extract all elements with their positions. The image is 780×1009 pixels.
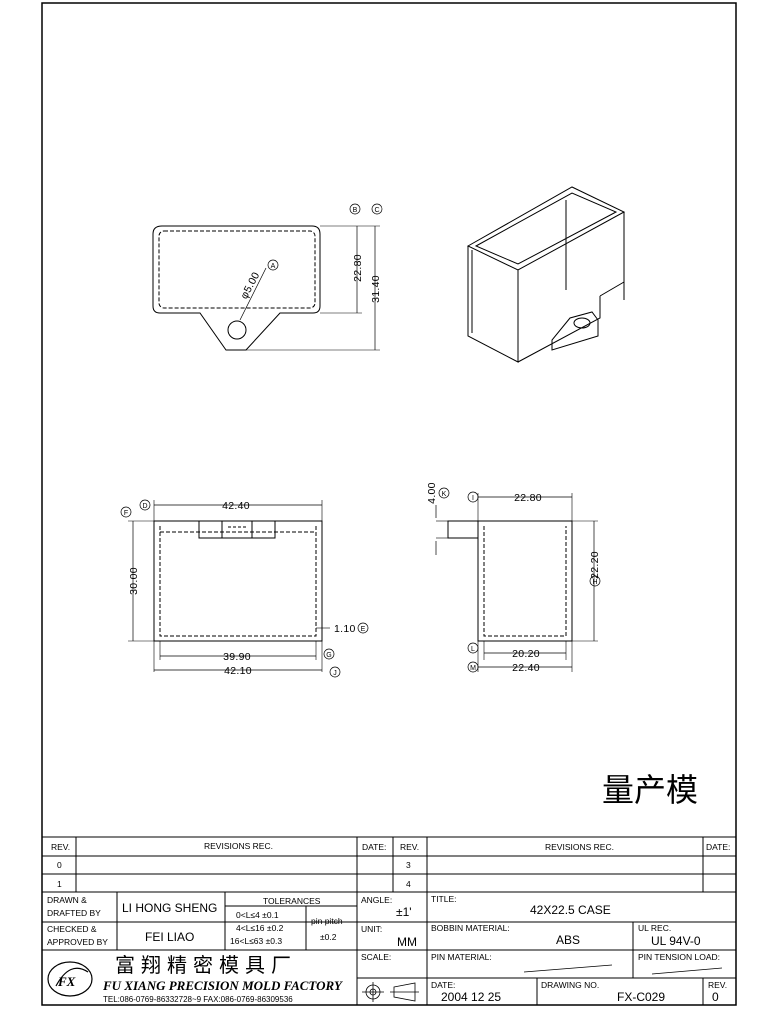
rev-header-left: REV.	[51, 842, 70, 852]
side-mark-h: H	[592, 579, 597, 586]
company-logo-text: FX	[57, 974, 76, 989]
rev-row-0: 0	[57, 860, 62, 870]
tolerance-row-3: 16<L≤63 ±0.3	[230, 936, 282, 946]
front-dim-top: 42.40	[222, 500, 250, 512]
sheet-border	[41, 2, 737, 1006]
drawing-no-label: DRAWING NO.	[541, 980, 599, 990]
rev-value: 0	[712, 990, 719, 1004]
side-dim-bottom: 22.40	[512, 662, 540, 674]
company-name-en: FU XIANG PRECISION MOLD FACTORY	[102, 978, 343, 993]
checked-label-2: APPROVED BY	[47, 937, 108, 947]
ul-value: UL 94V-0	[651, 934, 701, 948]
top-dim-total: 31.40	[370, 275, 382, 303]
front-mark-d: D	[142, 503, 147, 510]
side-mark-i: I	[472, 495, 474, 502]
side-mark-k: K	[442, 491, 447, 498]
rev-row-1: 1	[57, 879, 62, 889]
side-mark-l: L	[471, 646, 475, 653]
side-dim-inner: 20.20	[512, 648, 540, 660]
scale-label: SCALE:	[361, 952, 391, 962]
side-dim-right: 22.20	[589, 551, 601, 579]
front-mark-j: J	[333, 670, 337, 677]
top-mark-c: C	[374, 207, 379, 214]
unit-value: MM	[397, 935, 417, 949]
date-value: 2004 12 25	[441, 990, 501, 1004]
pin-material-blank	[523, 964, 613, 973]
date-header-right: DATE:	[706, 842, 730, 852]
date-header-left: DATE:	[362, 842, 386, 852]
title-label: TITLE:	[431, 894, 457, 904]
company-name-cn: 富翔精密模具厂	[115, 953, 297, 977]
top-dim-hole: φ5.00	[238, 270, 262, 301]
pin-tension-label: PIN TENSION LOAD:	[638, 952, 720, 962]
rev-header-right: REV.	[400, 842, 419, 852]
top-mark-b: B	[353, 207, 358, 214]
revisions-header-left: REVISIONS REC.	[204, 841, 273, 851]
production-note: 量产模	[602, 771, 698, 809]
front-mark-g: G	[326, 652, 331, 659]
pin-pitch-value: ±0.2	[320, 932, 337, 942]
angle-label: ANGLE:	[361, 895, 392, 905]
side-mark-m: M	[470, 665, 476, 672]
company-contact: TEL:086-0769-86332728~9 FAX:086-0769-863…	[103, 995, 293, 1004]
side-dim-top: 22.80	[514, 492, 542, 504]
title-block-lines	[42, 836, 736, 1005]
checked-label-1: CHECKED &	[47, 924, 97, 934]
front-dim-height: 30.00	[128, 567, 140, 595]
top-view	[152, 203, 383, 351]
bobbin-value: ABS	[556, 933, 580, 947]
pin-tension-blank	[651, 967, 723, 975]
front-mark-f: F	[124, 510, 128, 517]
tolerances-label: TOLERANCES	[263, 896, 321, 906]
pin-pitch-label: pin pitch	[311, 916, 343, 926]
pin-material-label: PIN MATERIAL:	[431, 952, 492, 962]
front-dim-wall: 1.10	[334, 623, 356, 635]
rev-row-3: 3	[406, 860, 411, 870]
front-mark-e: E	[361, 626, 366, 633]
drawn-label-2: DRAFTED BY	[47, 908, 101, 918]
side-dim-tab: 4.00	[426, 482, 438, 504]
top-dim-height: 22.80	[352, 254, 364, 282]
rev-label: REV.	[708, 980, 727, 990]
drawn-by: LI HONG SHENG	[122, 901, 217, 915]
drawing-no-value: FX-C029	[617, 990, 665, 1004]
front-dim-inner: 39.90	[223, 651, 251, 663]
projection-symbol-icon	[362, 982, 419, 1002]
bobbin-label: BOBBIN MATERIAL:	[431, 923, 510, 933]
side-view	[435, 487, 601, 673]
unit-label: UNIT:	[361, 924, 382, 934]
top-mark-a: A	[271, 263, 276, 270]
date-label: DATE:	[431, 980, 455, 990]
ul-label: UL REC.	[638, 923, 671, 933]
isometric-view	[466, 186, 626, 363]
title-value: 42X22.5 CASE	[530, 903, 611, 917]
front-view	[120, 499, 369, 678]
revisions-header-right: REVISIONS REC.	[545, 842, 614, 852]
tolerance-row-2: 4<L≤16 ±0.2	[236, 923, 284, 933]
checked-by: FEI LIAO	[145, 930, 194, 944]
front-dim-bottom: 42.10	[224, 665, 252, 677]
company-logo-icon	[47, 961, 93, 997]
angle-value: ±1'	[396, 905, 412, 919]
drawn-label-1: DRAWN &	[47, 895, 87, 905]
tolerance-row-1: 0<L≤4 ±0.1	[236, 910, 279, 920]
rev-row-4: 4	[406, 879, 411, 889]
